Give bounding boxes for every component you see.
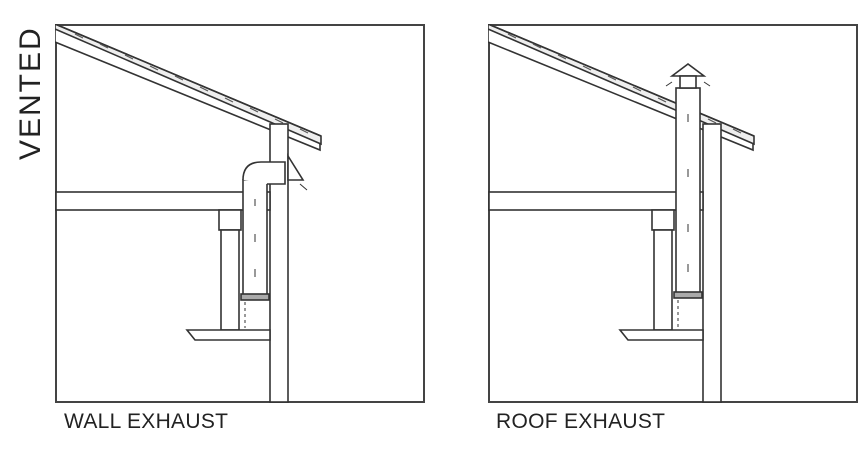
range-hood bbox=[618, 329, 704, 341]
duct bbox=[673, 87, 703, 328]
exterior-wall bbox=[269, 123, 289, 403]
duct bbox=[240, 161, 286, 328]
soffit bbox=[218, 209, 242, 331]
ceiling bbox=[55, 191, 271, 211]
ceiling bbox=[488, 191, 704, 211]
frame bbox=[55, 24, 425, 403]
roof-exhaust-caption: ROOF EXHAUST bbox=[496, 410, 666, 433]
roof-exhaust-diagram bbox=[488, 24, 858, 403]
roof bbox=[55, 24, 322, 152]
wall-exhaust-diagram bbox=[55, 24, 425, 403]
wall-exhaust-caption: WALL EXHAUST bbox=[64, 410, 229, 433]
range-hood bbox=[185, 329, 271, 341]
roof-cap bbox=[665, 63, 711, 89]
vented-label: VENTED bbox=[14, 26, 54, 200]
wall-cap bbox=[287, 153, 308, 191]
soffit bbox=[651, 209, 675, 331]
exterior-wall bbox=[702, 123, 722, 403]
vented-label-text: VENTED bbox=[14, 26, 47, 160]
frame bbox=[488, 24, 858, 403]
